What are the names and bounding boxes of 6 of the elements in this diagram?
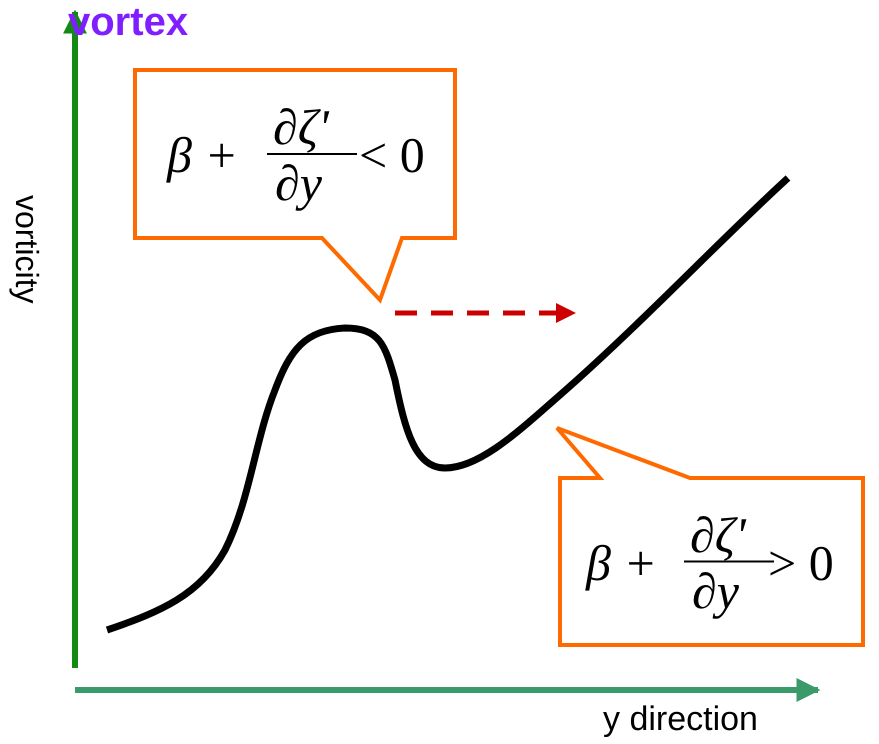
axis-label: vorticity <box>8 195 45 304</box>
formula-text: < 0 <box>359 130 425 180</box>
axis-label: y direction <box>603 700 758 739</box>
formula-text: > 0 <box>768 538 834 588</box>
numerator: ∂ζ' <box>690 510 746 560</box>
numerator: ∂ζ' <box>273 102 329 152</box>
